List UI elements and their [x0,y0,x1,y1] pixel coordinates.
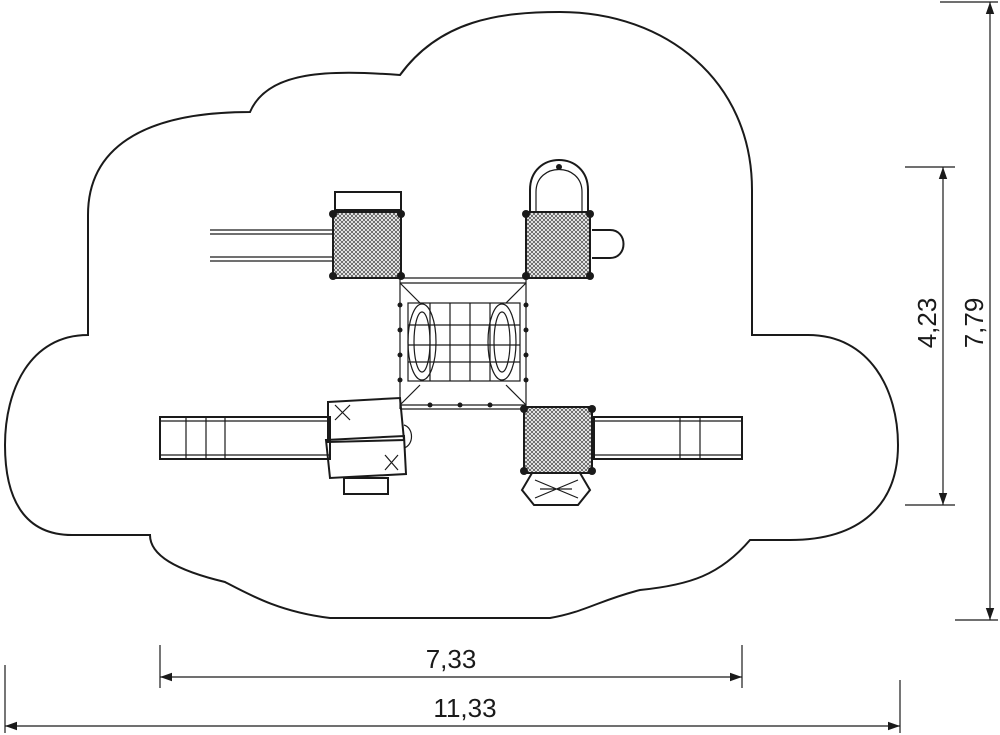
tower-top-right [522,159,625,280]
overall-depth-label: 7,79 [959,298,989,349]
equipment-width-label: 7,33 [426,644,477,674]
tower-connector-frame [399,277,527,410]
safety-zone-outline [3,10,900,619]
dimension-equipment-width: 7,33 [159,644,743,688]
dimension-overall-width: 11,33 [4,665,901,733]
overall-width-label: 11,33 [433,693,496,723]
climbing-net [397,302,529,408]
tower-bottom-right [520,405,596,506]
dimension-overall-depth: 7,79 [940,1,998,621]
equipment-depth-label: 4,23 [912,298,942,349]
tower-top-left [329,191,405,280]
slide-right [593,416,743,460]
slide-left [159,416,331,460]
climbing-panels [324,396,413,495]
dimension-equipment-depth: 4,23 [905,166,955,506]
fireman-poles [210,229,333,262]
